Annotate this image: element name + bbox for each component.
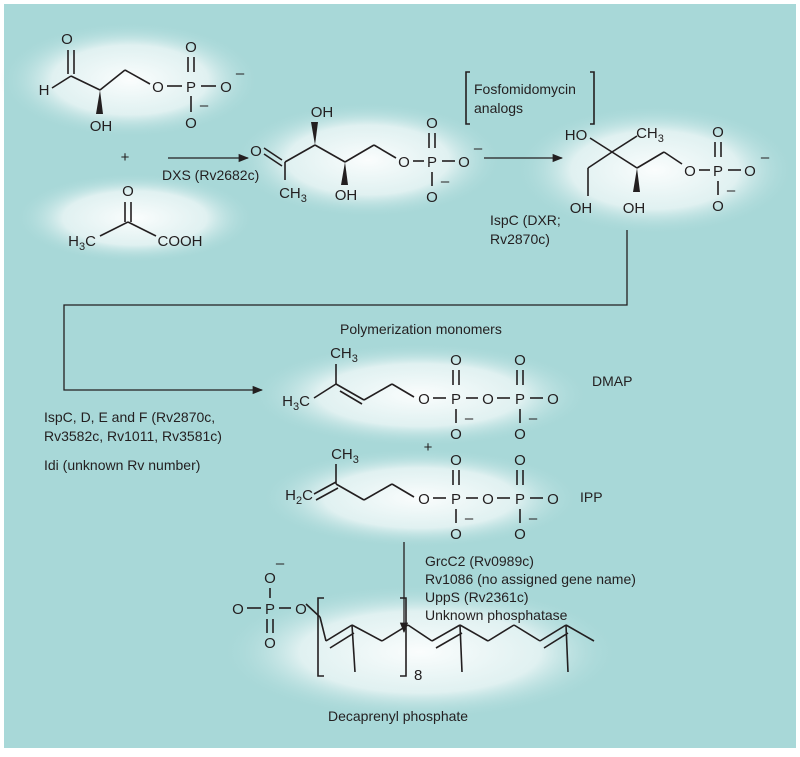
rv1086-label: Rv1086 (no assigned gene name)	[425, 571, 636, 587]
decaprenyl-O-top: O	[264, 570, 276, 587]
pyruvate-O: O	[122, 183, 134, 200]
plus-sign-2: +	[424, 439, 433, 456]
ipp-P2: P	[515, 491, 525, 508]
dxp-O-ester: O	[398, 154, 410, 171]
g3p-P: P	[186, 79, 196, 96]
ipp-O-bot1: O	[450, 526, 462, 543]
g3p-O-ester: O	[152, 79, 164, 96]
compound-dmap: CH3 H3C O P O O – O P O O – O DMAP	[282, 345, 632, 443]
g3p-ald-H: H	[39, 82, 50, 99]
ipp-O-bot2: O	[514, 526, 526, 543]
mep-minus-1: –	[761, 149, 770, 166]
mep-HO: HO	[565, 127, 588, 144]
dxp-O-bottom: O	[426, 189, 438, 206]
dxp-O-ketone: O	[250, 143, 262, 160]
decaprenyl-O-bottom: O	[264, 635, 276, 652]
ipp-O1: O	[418, 491, 430, 508]
g3p-O-top: O	[185, 39, 197, 56]
inhibitor-line-1: Fosfomidomycin	[474, 81, 576, 97]
ipp-P1: P	[451, 491, 461, 508]
mep-OH-mid: OH	[623, 200, 646, 217]
ispc-label-2: Rv2870c)	[490, 231, 550, 247]
ipp-minus-2: –	[529, 510, 538, 527]
mep-O-bottom: O	[712, 198, 724, 215]
ispc-label-1: IspC (DXR;	[490, 212, 561, 228]
dmap-O1: O	[418, 391, 430, 408]
compound-g3p: O H OH O P O O – O –	[39, 31, 245, 135]
decaprenyl-minus: –	[276, 555, 285, 572]
dmap-O-bot1: O	[450, 426, 462, 443]
dxp-O-top: O	[426, 115, 438, 132]
mep-P: P	[713, 163, 723, 180]
ipp-O-end: O	[547, 491, 559, 508]
dmap-O-top1: O	[450, 352, 462, 369]
g3p-O-bottom: O	[185, 115, 197, 132]
connector-arrow	[63, 230, 628, 395]
ipp-H2C: H2C	[285, 487, 313, 507]
g3p-minus-1: –	[236, 65, 245, 82]
inhibitor-label: Fosfomidomycin analogs	[465, 71, 595, 125]
compound-dxp: O CH3 OH OH O P O O – O –	[250, 104, 483, 206]
compound-pyruvate: O H3C COOH	[68, 183, 202, 253]
idi-label: Idi (unknown Rv number)	[44, 457, 200, 473]
dxp-OH-bottom: OH	[335, 187, 358, 204]
ipp-O-top2: O	[514, 452, 526, 469]
dmap-O-top2: O	[514, 352, 526, 369]
dxp-minus-2: –	[441, 173, 450, 190]
upps-label: UppS (Rv2361c)	[425, 589, 529, 605]
dxs-label: DXS (Rv2682c)	[162, 167, 259, 183]
decaprenyl-O-left: O	[232, 601, 244, 618]
ipp-O-top1: O	[450, 452, 462, 469]
dmap-name: DMAP	[592, 373, 632, 389]
mep-CH3: CH3	[636, 125, 664, 145]
ispcdef-label-2: Rv3582c, Rv1011, Rv3581c)	[44, 428, 222, 444]
mep-O-top: O	[712, 124, 724, 141]
ipp-name: IPP	[580, 489, 603, 505]
section-title: Polymerization monomers	[340, 321, 502, 337]
phosphatase-label: Unknown phosphatase	[425, 607, 568, 623]
decaprenyl-O-ester: O	[295, 601, 307, 618]
ipp-CH3: CH3	[331, 446, 359, 466]
dmap-O-bridge: O	[482, 391, 494, 408]
decaprenyl-name: Decaprenyl phosphate	[328, 708, 468, 724]
dmap-H3C: H3C	[282, 393, 310, 413]
mep-O-right: O	[744, 163, 756, 180]
dxp-minus-1: –	[474, 140, 483, 157]
compound-ipp: CH3 H2C O P O O – O P O O – O IPP	[285, 446, 602, 543]
dmap-O-bot2: O	[514, 426, 526, 443]
dmap-CH3: CH3	[330, 345, 358, 365]
dmap-minus-2: –	[529, 410, 538, 427]
mep-OH-left: OH	[570, 200, 593, 217]
ispcdef-label-1: IspC, D, E and F (Rv2870c,	[44, 409, 215, 425]
g3p-OH: OH	[90, 118, 113, 135]
ipp-O-bridge: O	[482, 491, 494, 508]
dxp-P: P	[427, 154, 437, 171]
compound-mep: HO CH3 OH OH O P O O – O –	[565, 124, 770, 217]
dxp-CH3: CH3	[279, 185, 307, 205]
decaprenyl-n: 8	[414, 667, 422, 684]
dxp-OH-top: OH	[311, 104, 334, 121]
dmap-O-end: O	[547, 391, 559, 408]
grcc2-label: GrcC2 (Rv0989c)	[425, 553, 534, 569]
g3p-ald-O: O	[61, 31, 73, 48]
g3p-O-right: O	[220, 79, 232, 96]
mep-O-ester: O	[684, 163, 696, 180]
compound-decaprenyl-phosphate: – O O P O O 8 Decaprenyl ph	[232, 555, 595, 724]
dmap-minus-1: –	[465, 410, 474, 427]
decaprenyl-P: P	[265, 601, 275, 618]
ipp-minus-1: –	[465, 510, 474, 527]
plus-sign-1: +	[121, 149, 130, 166]
pyruvate-H3C: H3C	[68, 233, 96, 253]
mep-minus-2: –	[727, 182, 736, 199]
dmap-P1: P	[451, 391, 461, 408]
g3p-minus-2: –	[200, 97, 209, 114]
dxp-O-right: O	[458, 154, 470, 171]
inhibitor-line-2: analogs	[474, 100, 523, 116]
dmap-P2: P	[515, 391, 525, 408]
pyruvate-COOH: COOH	[158, 233, 203, 250]
